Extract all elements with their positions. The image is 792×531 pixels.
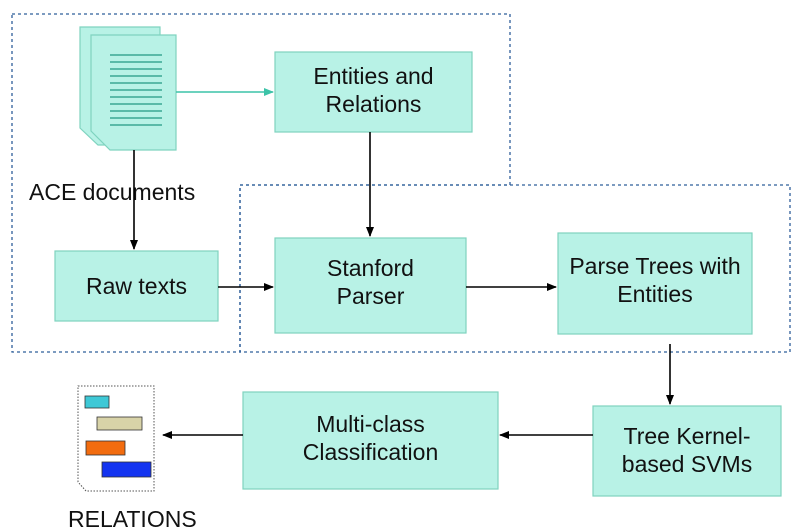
entities-relations-line-1: Entities and xyxy=(313,63,433,89)
multiclass-classification-node: Multi-class Classification xyxy=(242,391,499,490)
relation-bar-3 xyxy=(85,440,126,456)
multiclass-line-1: Multi-class xyxy=(316,411,425,437)
tree-kernel-line-2: based SVMs xyxy=(622,451,752,477)
ace-documents-label: ACE documents xyxy=(29,179,195,205)
raw-texts-node: Raw texts xyxy=(54,250,219,322)
relations-document-icon xyxy=(77,385,155,492)
tree-kernel-svms-node: Tree Kernel- based SVMs xyxy=(592,405,782,497)
stanford-parser-node: Stanford Parser xyxy=(274,237,467,334)
relation-bar-2 xyxy=(96,416,143,431)
relation-bar-4 xyxy=(101,461,152,478)
tree-kernel-line-1: Tree Kernel- xyxy=(624,423,751,449)
document-stack-icon xyxy=(79,26,177,151)
relation-bar-1 xyxy=(84,395,110,409)
stanford-parser-line-1: Stanford xyxy=(327,255,414,281)
parse-trees-node: Parse Trees with Entities xyxy=(557,232,753,335)
parsing-region xyxy=(239,184,791,353)
multiclass-line-2: Classification xyxy=(303,439,439,465)
relations-label: RELATIONS xyxy=(68,506,197,531)
parse-trees-line-2: Entities xyxy=(617,281,692,307)
raw-texts-line-1: Raw texts xyxy=(86,273,187,299)
parse-trees-line-1: Parse Trees with xyxy=(569,253,740,279)
stanford-parser-line-2: Parser xyxy=(337,283,405,309)
entities-relations-line-2: Relations xyxy=(326,91,422,117)
entities-relations-node: Entities and Relations xyxy=(274,51,473,133)
